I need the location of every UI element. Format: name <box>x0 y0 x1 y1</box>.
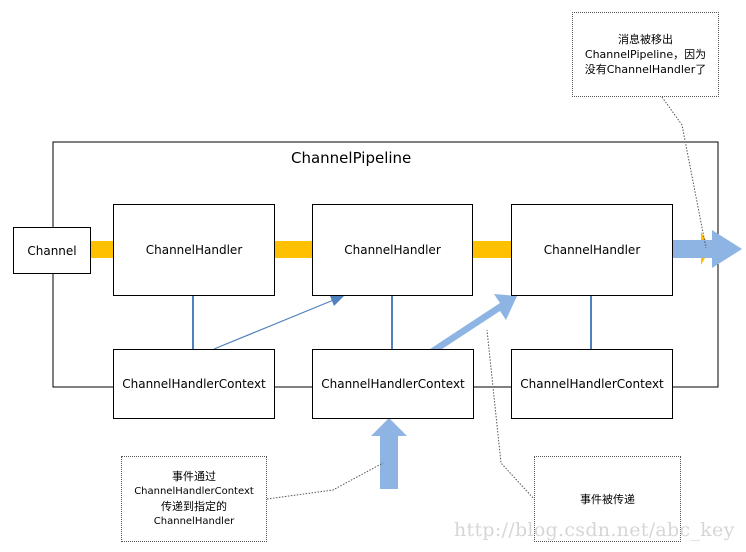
handler-label: ChannelHandler <box>543 243 641 257</box>
handler-box-1: ChannelHandler <box>113 204 275 296</box>
context-label: ChannelHandlerContext <box>520 377 664 391</box>
handler-label: ChannelHandler <box>344 243 441 257</box>
note-line: 事件通过 <box>172 470 216 483</box>
note-line: 没有ChannelHandler了 <box>584 63 707 76</box>
thin-arrowhead <box>330 295 345 306</box>
flow-bar-handler2-to-handler3 <box>472 241 512 258</box>
flow-bar-handler1-to-handler2 <box>274 241 313 258</box>
note-context-pass: 事件通过 ChannelHandlerContext 传递到指定的 Channe… <box>121 456 267 542</box>
thin-arrow-context1-to-handler2 <box>213 298 337 350</box>
note-line: ChannelPipeline，因为 <box>584 48 707 61</box>
context-box-3: ChannelHandlerContext <box>511 349 673 419</box>
watermark: http://blog.csdn.net/abc_key <box>454 519 735 541</box>
note-line: 事件被传递 <box>580 492 635 506</box>
note-line: 消息被移出 <box>618 33 673 46</box>
handler-box-3: ChannelHandler <box>511 204 673 296</box>
context-box-1: ChannelHandlerContext <box>113 349 275 419</box>
context-label: ChannelHandlerContext <box>122 377 266 391</box>
leader-exit-note <box>661 96 707 249</box>
thick-arrow-context2-to-handler3 <box>430 294 517 349</box>
note-line: 传递到指定的 <box>161 500 227 513</box>
up-arrow-into-context2 <box>371 418 407 489</box>
exit-arrow <box>672 230 742 268</box>
note-line: ChannelHandler <box>153 516 235 527</box>
handler-label: ChannelHandler <box>145 243 243 257</box>
channel-label: Channel <box>27 243 77 258</box>
note-message-exit: 消息被移出 ChannelPipeline，因为 没有ChannelHandle… <box>572 12 719 97</box>
context-box-2: ChannelHandlerContext <box>312 349 474 419</box>
leader-event-note <box>486 329 536 501</box>
flow-bar-channel-to-handler1 <box>91 241 114 258</box>
leader-context-note <box>266 462 384 500</box>
channel-box: Channel <box>13 227 91 274</box>
note-event-passed: 事件被传递 <box>534 456 681 542</box>
context-label: ChannelHandlerContext <box>321 377 465 391</box>
pipeline-title: ChannelPipeline <box>291 149 412 167</box>
note-line: ChannelHandlerContext <box>134 486 254 497</box>
handler-box-2: ChannelHandler <box>312 204 473 296</box>
